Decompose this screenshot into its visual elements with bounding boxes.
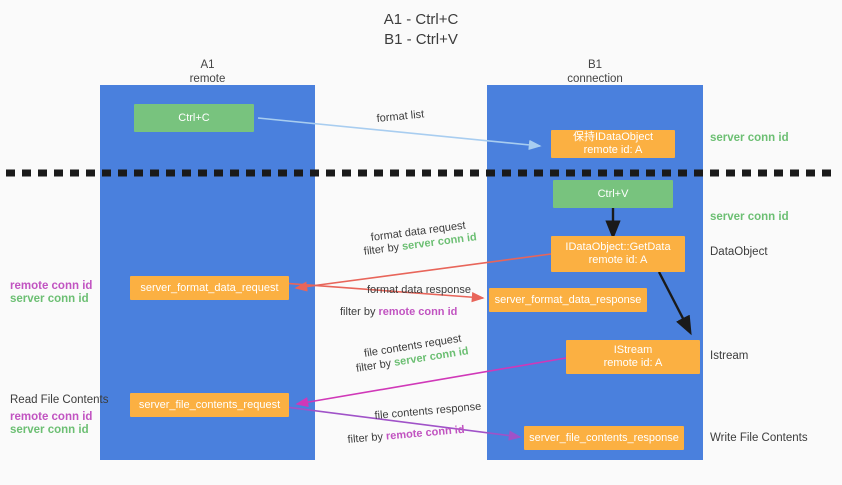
box-ctrl-v[interactable]: Ctrl+V bbox=[553, 180, 673, 208]
caption-fdresp-filter-value: remote conn id bbox=[378, 306, 458, 318]
lane-header-b1: B1 connection bbox=[487, 58, 703, 86]
box-getdata-line2: remote id: A bbox=[588, 254, 648, 266]
title-line-1: A1 - Ctrl+C bbox=[383, 11, 459, 28]
box-idataobject-getdata[interactable]: IDataObject::GetData remote id: A bbox=[551, 236, 685, 272]
box-server-format-data-response[interactable]: server_format_data_response bbox=[489, 288, 647, 312]
right-label-istream: Istream bbox=[710, 350, 749, 362]
caption-fdreq-filter-prefix: filter by bbox=[363, 240, 403, 258]
box-server-format-data-request-label: server_format_data_request bbox=[140, 281, 279, 294]
caption-file-contents-response-filter: filter by remote conn id bbox=[347, 423, 465, 447]
right-label-server-conn-id-1: server conn id bbox=[710, 132, 789, 144]
right-label-server-conn-id-2: server conn id bbox=[710, 211, 789, 223]
box-ctrl-v-label: Ctrl+V bbox=[597, 187, 629, 200]
box-getdata-line1: IDataObject::GetData bbox=[565, 241, 671, 253]
caption-format-data-response-filter: filter by remote conn id bbox=[340, 305, 457, 319]
box-server-file-contents-response[interactable]: server_file_contents_response bbox=[524, 426, 684, 450]
box-ctrl-c[interactable]: Ctrl+C bbox=[134, 104, 254, 132]
left-label-remote-conn-id-1: remote conn id bbox=[10, 280, 93, 292]
caption-fdresp-filter-prefix: filter by bbox=[340, 306, 379, 318]
box-istream[interactable]: IStream remote id: A bbox=[566, 340, 700, 374]
right-label-write-file-contents: Write File Contents bbox=[710, 432, 808, 444]
title-line-2: B1 - Ctrl+V bbox=[384, 31, 458, 48]
lane-b1-name: B1 bbox=[587, 59, 603, 71]
right-label-dataobject: DataObject bbox=[710, 246, 768, 258]
caption-format-list: format list bbox=[376, 108, 425, 125]
caption-fcresp-filter-value: remote conn id bbox=[385, 423, 466, 443]
caption-fcresp-filter-prefix: filter by bbox=[347, 430, 387, 446]
lane-header-a1: A1 remote bbox=[100, 58, 315, 86]
box-ctrl-c-label: Ctrl+C bbox=[178, 111, 210, 124]
left-label-server-conn-id-1: server conn id bbox=[10, 293, 89, 305]
left-label-remote-conn-id-2: remote conn id bbox=[10, 411, 93, 423]
lane-a1-sub: remote bbox=[189, 73, 226, 85]
box-keep-idataobject[interactable]: 保持IDataObject remote id: A bbox=[551, 130, 675, 158]
box-istream-line1: IStream bbox=[613, 344, 653, 356]
lane-b1-sub: connection bbox=[567, 73, 623, 85]
box-server-format-data-request[interactable]: server_format_data_request bbox=[130, 276, 289, 300]
caption-fcreq-filter-prefix: filter by bbox=[355, 356, 396, 375]
box-server-file-contents-response-label: server_file_contents_response bbox=[529, 431, 679, 444]
box-istream-line2: remote id: A bbox=[603, 357, 663, 369]
lane-a1-name: A1 bbox=[200, 59, 215, 71]
left-label-read-file-contents: Read File Contents bbox=[10, 394, 109, 406]
box-keep-idataobject-line1: 保持IDataObject bbox=[572, 131, 654, 143]
box-keep-idataobject-line2: remote id: A bbox=[583, 144, 643, 156]
page-title: A1 - Ctrl+C B1 - Ctrl+V bbox=[0, 10, 842, 50]
box-server-format-data-response-label: server_format_data_response bbox=[494, 293, 642, 306]
caption-format-data-response: format data response bbox=[367, 284, 471, 296]
box-server-file-contents-request-label: server_file_contents_request bbox=[138, 398, 281, 411]
box-server-file-contents-request[interactable]: server_file_contents_request bbox=[130, 393, 289, 417]
left-label-server-conn-id-2: server conn id bbox=[10, 424, 89, 436]
caption-file-contents-response: file contents response bbox=[374, 400, 482, 422]
